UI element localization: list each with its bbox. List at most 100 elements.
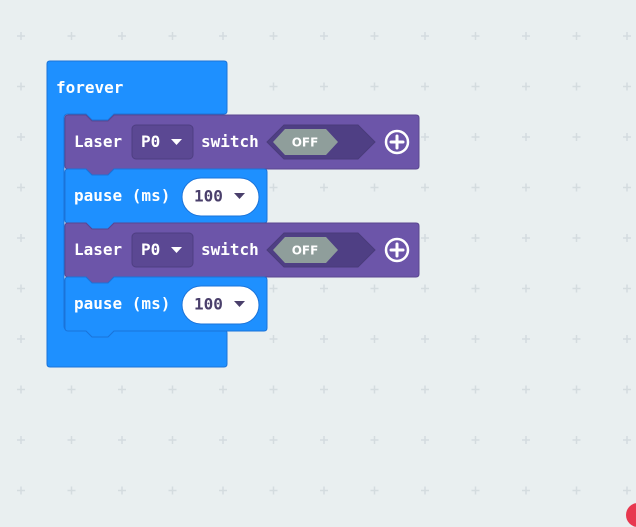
grid-plus-mark <box>623 133 631 141</box>
grid-plus-mark <box>522 183 530 192</box>
grid-plus-mark <box>219 385 227 394</box>
pin-dropdown[interactable]: P0 <box>131 124 194 160</box>
grid-plus-mark <box>421 436 429 444</box>
grid-plus-mark <box>623 436 631 444</box>
grid-plus-mark <box>370 82 379 91</box>
grid-plus-mark <box>320 436 328 444</box>
grid-plus-mark <box>320 335 328 343</box>
pause-value-pill[interactable] <box>181 177 260 217</box>
pause-value-dropdown[interactable]: 100 <box>181 177 260 217</box>
corner-badge[interactable] <box>626 503 636 527</box>
grid-plus-mark <box>17 133 25 141</box>
pause-value-dropdown[interactable]: 100 <box>181 285 260 325</box>
grid-plus-mark <box>572 234 581 242</box>
grid-plus-mark <box>421 486 429 495</box>
grid-plus-mark <box>269 82 278 91</box>
grid-plus-mark <box>269 335 278 343</box>
grid-plus-mark <box>370 183 379 192</box>
pin-dropdown-box[interactable] <box>131 232 194 268</box>
grid-plus-mark <box>219 486 227 495</box>
grid-plus-mark <box>522 82 530 91</box>
grid-plus-mark <box>572 335 581 343</box>
laser-block[interactable]: Laser P0 switch OFF <box>64 222 420 284</box>
grid-plus-mark <box>421 385 429 394</box>
grid-plus-mark <box>67 385 76 394</box>
grid-plus-mark <box>421 284 429 293</box>
grid-plus-mark <box>623 32 631 40</box>
toggle-knob <box>273 129 338 155</box>
grid-plus-mark <box>17 82 25 91</box>
grid-plus-mark <box>370 284 379 293</box>
caret-down-icon <box>234 301 245 307</box>
pause-value-pill[interactable] <box>181 285 260 325</box>
grid-plus-mark <box>269 436 278 444</box>
grid-plus-mark <box>320 486 328 495</box>
grid-plus-mark <box>67 486 76 495</box>
grid-plus-mark <box>17 335 25 343</box>
grid-plus-mark <box>522 234 530 242</box>
grid-plus-mark <box>219 32 227 40</box>
grid-plus-mark <box>471 183 480 192</box>
grid-plus-mark <box>118 32 126 40</box>
pause-value: 100 <box>194 295 223 314</box>
grid-plus-mark <box>67 436 76 444</box>
grid-plus-mark <box>623 234 631 242</box>
grid-plus-mark <box>17 234 25 242</box>
grid-plus-mark <box>572 284 581 293</box>
grid-plus-mark <box>522 486 530 495</box>
grid-plus-mark <box>471 133 480 141</box>
grid-plus-mark <box>623 82 631 91</box>
laser-state-toggle[interactable]: OFF <box>266 124 376 160</box>
pin-value: P0 <box>141 240 160 259</box>
grid-plus-mark <box>421 234 429 242</box>
grid-plus-mark <box>118 385 126 394</box>
pause-block[interactable]: pause (ms) 100 <box>64 168 268 230</box>
switch-label: switch <box>201 132 259 151</box>
grid-plus-mark <box>623 335 631 343</box>
grid-plus-mark <box>572 436 581 444</box>
grid-plus-mark <box>320 32 328 40</box>
laser-label: Laser <box>74 240 122 259</box>
switch-label: switch <box>201 240 259 259</box>
grid-plus-mark <box>320 183 328 192</box>
grid-plus-mark <box>17 284 25 293</box>
grid-plus-mark <box>118 486 126 495</box>
grid-plus-mark <box>572 486 581 495</box>
toggle-state-label: OFF <box>292 244 319 258</box>
grid-plus-mark <box>17 486 25 495</box>
laser-block[interactable]: Laser P0 switch OFF <box>64 114 420 176</box>
grid-plus-mark <box>269 32 278 40</box>
grid-plus-mark <box>522 284 530 293</box>
grid-plus-mark <box>168 32 177 40</box>
grid-plus-mark <box>17 385 25 394</box>
toggle-state-label: OFF <box>292 136 319 150</box>
grid-plus-mark <box>522 133 530 141</box>
caret-down-icon <box>234 193 245 199</box>
toggle-knob <box>273 237 338 263</box>
pause-block[interactable]: pause (ms) 100 <box>64 276 268 338</box>
grid-plus-mark <box>269 486 278 495</box>
pin-dropdown[interactable]: P0 <box>131 232 194 268</box>
grid-plus-mark <box>623 183 631 192</box>
grid-plus-mark <box>572 133 581 141</box>
pin-dropdown-box[interactable] <box>131 124 194 160</box>
grid-plus-mark <box>522 385 530 394</box>
grid-plus-mark <box>269 284 278 293</box>
grid-plus-mark <box>421 133 429 141</box>
grid-plus-mark <box>269 183 278 192</box>
plus-circle-icon[interactable] <box>384 129 410 155</box>
pause-label: pause (ms) <box>74 186 170 205</box>
grid-plus-mark <box>219 436 227 444</box>
plus-circle-icon[interactable] <box>384 237 410 263</box>
grid-plus-mark <box>623 385 631 394</box>
laser-state-toggle[interactable]: OFF <box>266 232 376 268</box>
grid-plus-mark <box>471 82 480 91</box>
grid-plus-mark <box>572 32 581 40</box>
grid-plus-mark <box>17 183 25 192</box>
grid-plus-mark <box>471 436 480 444</box>
grid-plus-mark <box>623 486 631 495</box>
grid-plus-mark <box>421 32 429 40</box>
pause-label: pause (ms) <box>74 294 170 313</box>
